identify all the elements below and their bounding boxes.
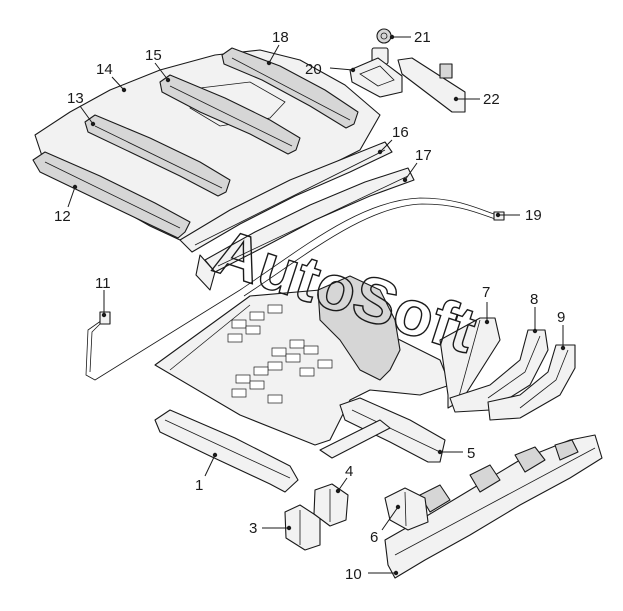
- sill-10: [384, 434, 603, 579]
- callout-12: 12: [54, 208, 71, 225]
- callout-7: 7: [482, 284, 490, 301]
- leader-lines: [67, 36, 564, 574]
- bracket-6: [384, 487, 429, 531]
- callout-labels: 1 3 4 5 6 7 8 9 10 11 12 13 14 15 16 17 …: [54, 29, 565, 583]
- bracket-3: [284, 504, 321, 551]
- rod-11: [85, 289, 241, 381]
- rail-16: [179, 141, 393, 253]
- panel-8: [449, 329, 549, 413]
- callout-19: 19: [525, 207, 542, 224]
- callout-22: 22: [483, 91, 500, 108]
- callout-8: 8: [530, 291, 538, 308]
- callout-6: 6: [370, 529, 378, 546]
- panel-9: [487, 344, 576, 421]
- callout-10: 10: [345, 566, 362, 583]
- bracket-4: [313, 483, 349, 527]
- callout-20: 20: [305, 61, 322, 78]
- visor-22: [397, 57, 466, 113]
- callout-15: 15: [145, 47, 162, 64]
- roof-bow-13: [84, 114, 231, 197]
- callout-4: 4: [345, 463, 353, 480]
- callout-21: 21: [414, 29, 431, 46]
- floor-panel: [154, 275, 451, 446]
- leader-dots: [72, 34, 566, 576]
- callout-5: 5: [467, 445, 475, 462]
- rail-17: [195, 167, 415, 291]
- callout-1: 1: [195, 477, 203, 494]
- cap-21: [376, 28, 392, 44]
- crossmember-1: [154, 409, 299, 493]
- roof-bow-15: [159, 74, 301, 155]
- callout-18: 18: [272, 29, 289, 46]
- callout-17: 17: [415, 147, 432, 164]
- crossmember-5: [319, 397, 446, 463]
- callout-14: 14: [96, 61, 113, 78]
- roof-bow-18: [221, 47, 359, 129]
- callout-16: 16: [392, 124, 409, 141]
- callout-3: 3: [249, 520, 257, 537]
- callout-9: 9: [557, 309, 565, 326]
- callout-11: 11: [95, 275, 111, 292]
- callout-13: 13: [67, 90, 84, 107]
- handle-20: [349, 47, 403, 98]
- panel-7: [439, 317, 501, 409]
